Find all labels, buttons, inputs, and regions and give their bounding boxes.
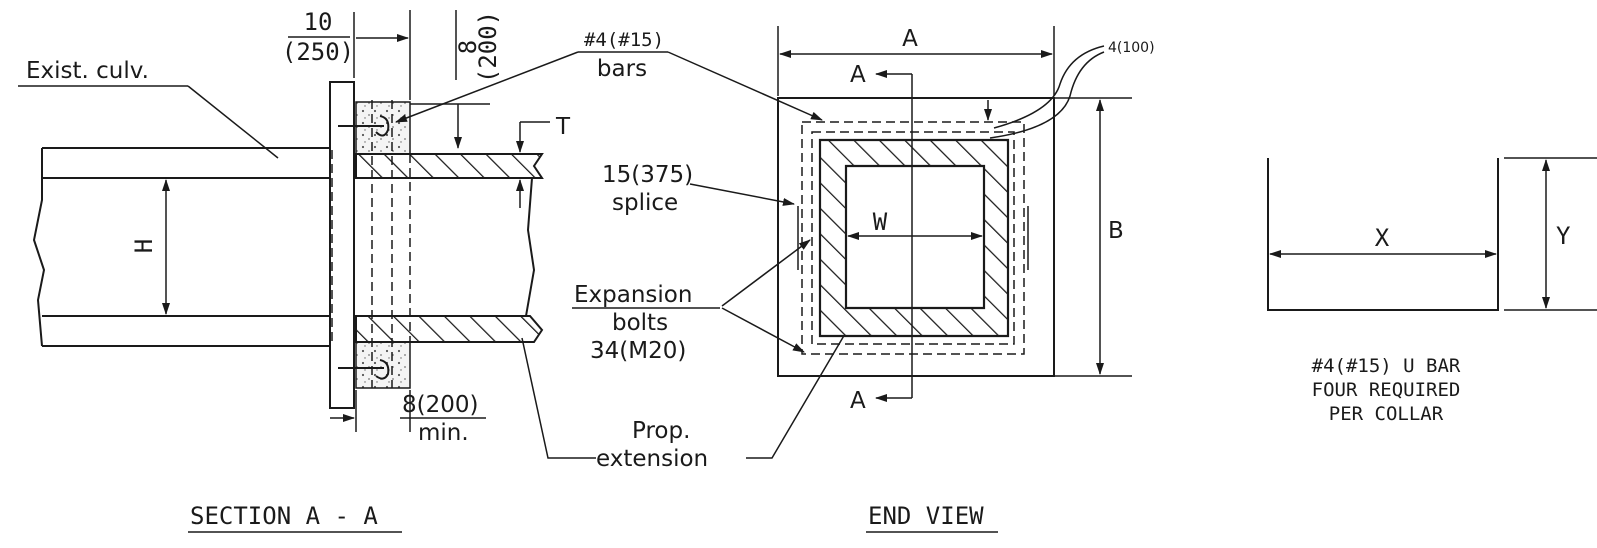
- pipe-opening: [845, 165, 985, 309]
- B-label: B: [1108, 218, 1124, 244]
- prop-leader-right: [746, 321, 853, 459]
- end-view-title: END VIEW: [868, 502, 984, 530]
- collar-outer: [777, 97, 1055, 377]
- min-label-1: 8(200): [402, 392, 478, 418]
- Y-label: Y: [1556, 222, 1571, 250]
- u-bar-note-1: #4(#15) U BAR: [1312, 355, 1461, 377]
- dim-10-label: 10: [304, 8, 333, 36]
- exp-label-3: 34(M20): [590, 338, 686, 364]
- section-title: SECTION A - A: [190, 502, 378, 530]
- prop-label-2: extension: [596, 446, 708, 472]
- u-bar-hook-bottom: [338, 359, 390, 380]
- prop-leader-left: [521, 337, 596, 459]
- T-label: T: [555, 114, 571, 140]
- A-top-label: A: [902, 26, 918, 52]
- dim-4-100-label: 4(100): [1108, 40, 1155, 56]
- dim-8-label: 8: [454, 40, 482, 54]
- exp-label-1: Expansion: [574, 282, 692, 308]
- exist-culv-label: Exist. culv.: [26, 58, 149, 84]
- exp-leader-up: [721, 239, 811, 307]
- H-label: H: [130, 239, 158, 253]
- bars-leader-left: [395, 51, 579, 123]
- bars-label-2: bars: [597, 56, 647, 82]
- u-bar-note-2: FOUR REQUIRED: [1312, 379, 1461, 401]
- min-label-2: min.: [418, 420, 469, 446]
- dim100-leader-2: [989, 51, 1105, 139]
- exp-leader-down: [721, 307, 805, 353]
- section-a-a: 10 (250) 8 (200) T H Exist. culv. #4(#15…: [18, 8, 853, 533]
- rebar-outline: [801, 121, 1025, 355]
- splice-label-1: 15(375): [602, 162, 693, 188]
- exist-culv-leader: [187, 85, 279, 159]
- u-bar-shape: [1267, 158, 1499, 311]
- rebar-outline-inner: [811, 131, 1015, 345]
- collar-concrete-bottom: [355, 339, 411, 389]
- prop-extension-top-wall: [355, 153, 544, 179]
- X-label: X: [1375, 224, 1390, 252]
- end-view: W A A A B 4(100) 15(375) splice Expansio…: [572, 26, 1155, 533]
- break-line-left: [32, 148, 46, 347]
- bars-label-1: #4(#15): [584, 29, 664, 51]
- u-bar-hook-top: [338, 115, 390, 137]
- dim-200-label: (200): [474, 11, 502, 83]
- u-bar-note-3: PER COLLAR: [1329, 403, 1444, 425]
- W-label: W: [873, 208, 888, 236]
- prop-extension-bottom-wall: [355, 315, 544, 343]
- exp-label-2: bolts: [612, 310, 668, 336]
- collar-concrete-top: [355, 101, 411, 155]
- break-line-right: [525, 177, 536, 317]
- splice-label-2: splice: [612, 190, 678, 216]
- cut-A-bottom: A: [850, 388, 866, 414]
- exist-flange: [329, 81, 355, 409]
- splice-leader: [689, 183, 795, 206]
- bars-leader-right: [667, 51, 823, 121]
- dim-250-label: (250): [282, 38, 354, 66]
- cut-A-top: A: [850, 62, 866, 88]
- u-bar-detail: X Y #4(#15) U BAR FOUR REQUIRED PER COLL…: [1267, 157, 1597, 425]
- dim100-leader: [993, 45, 1105, 129]
- pipe-wall-hatched: [818, 138, 1010, 338]
- prop-label-1: Prop.: [632, 418, 690, 444]
